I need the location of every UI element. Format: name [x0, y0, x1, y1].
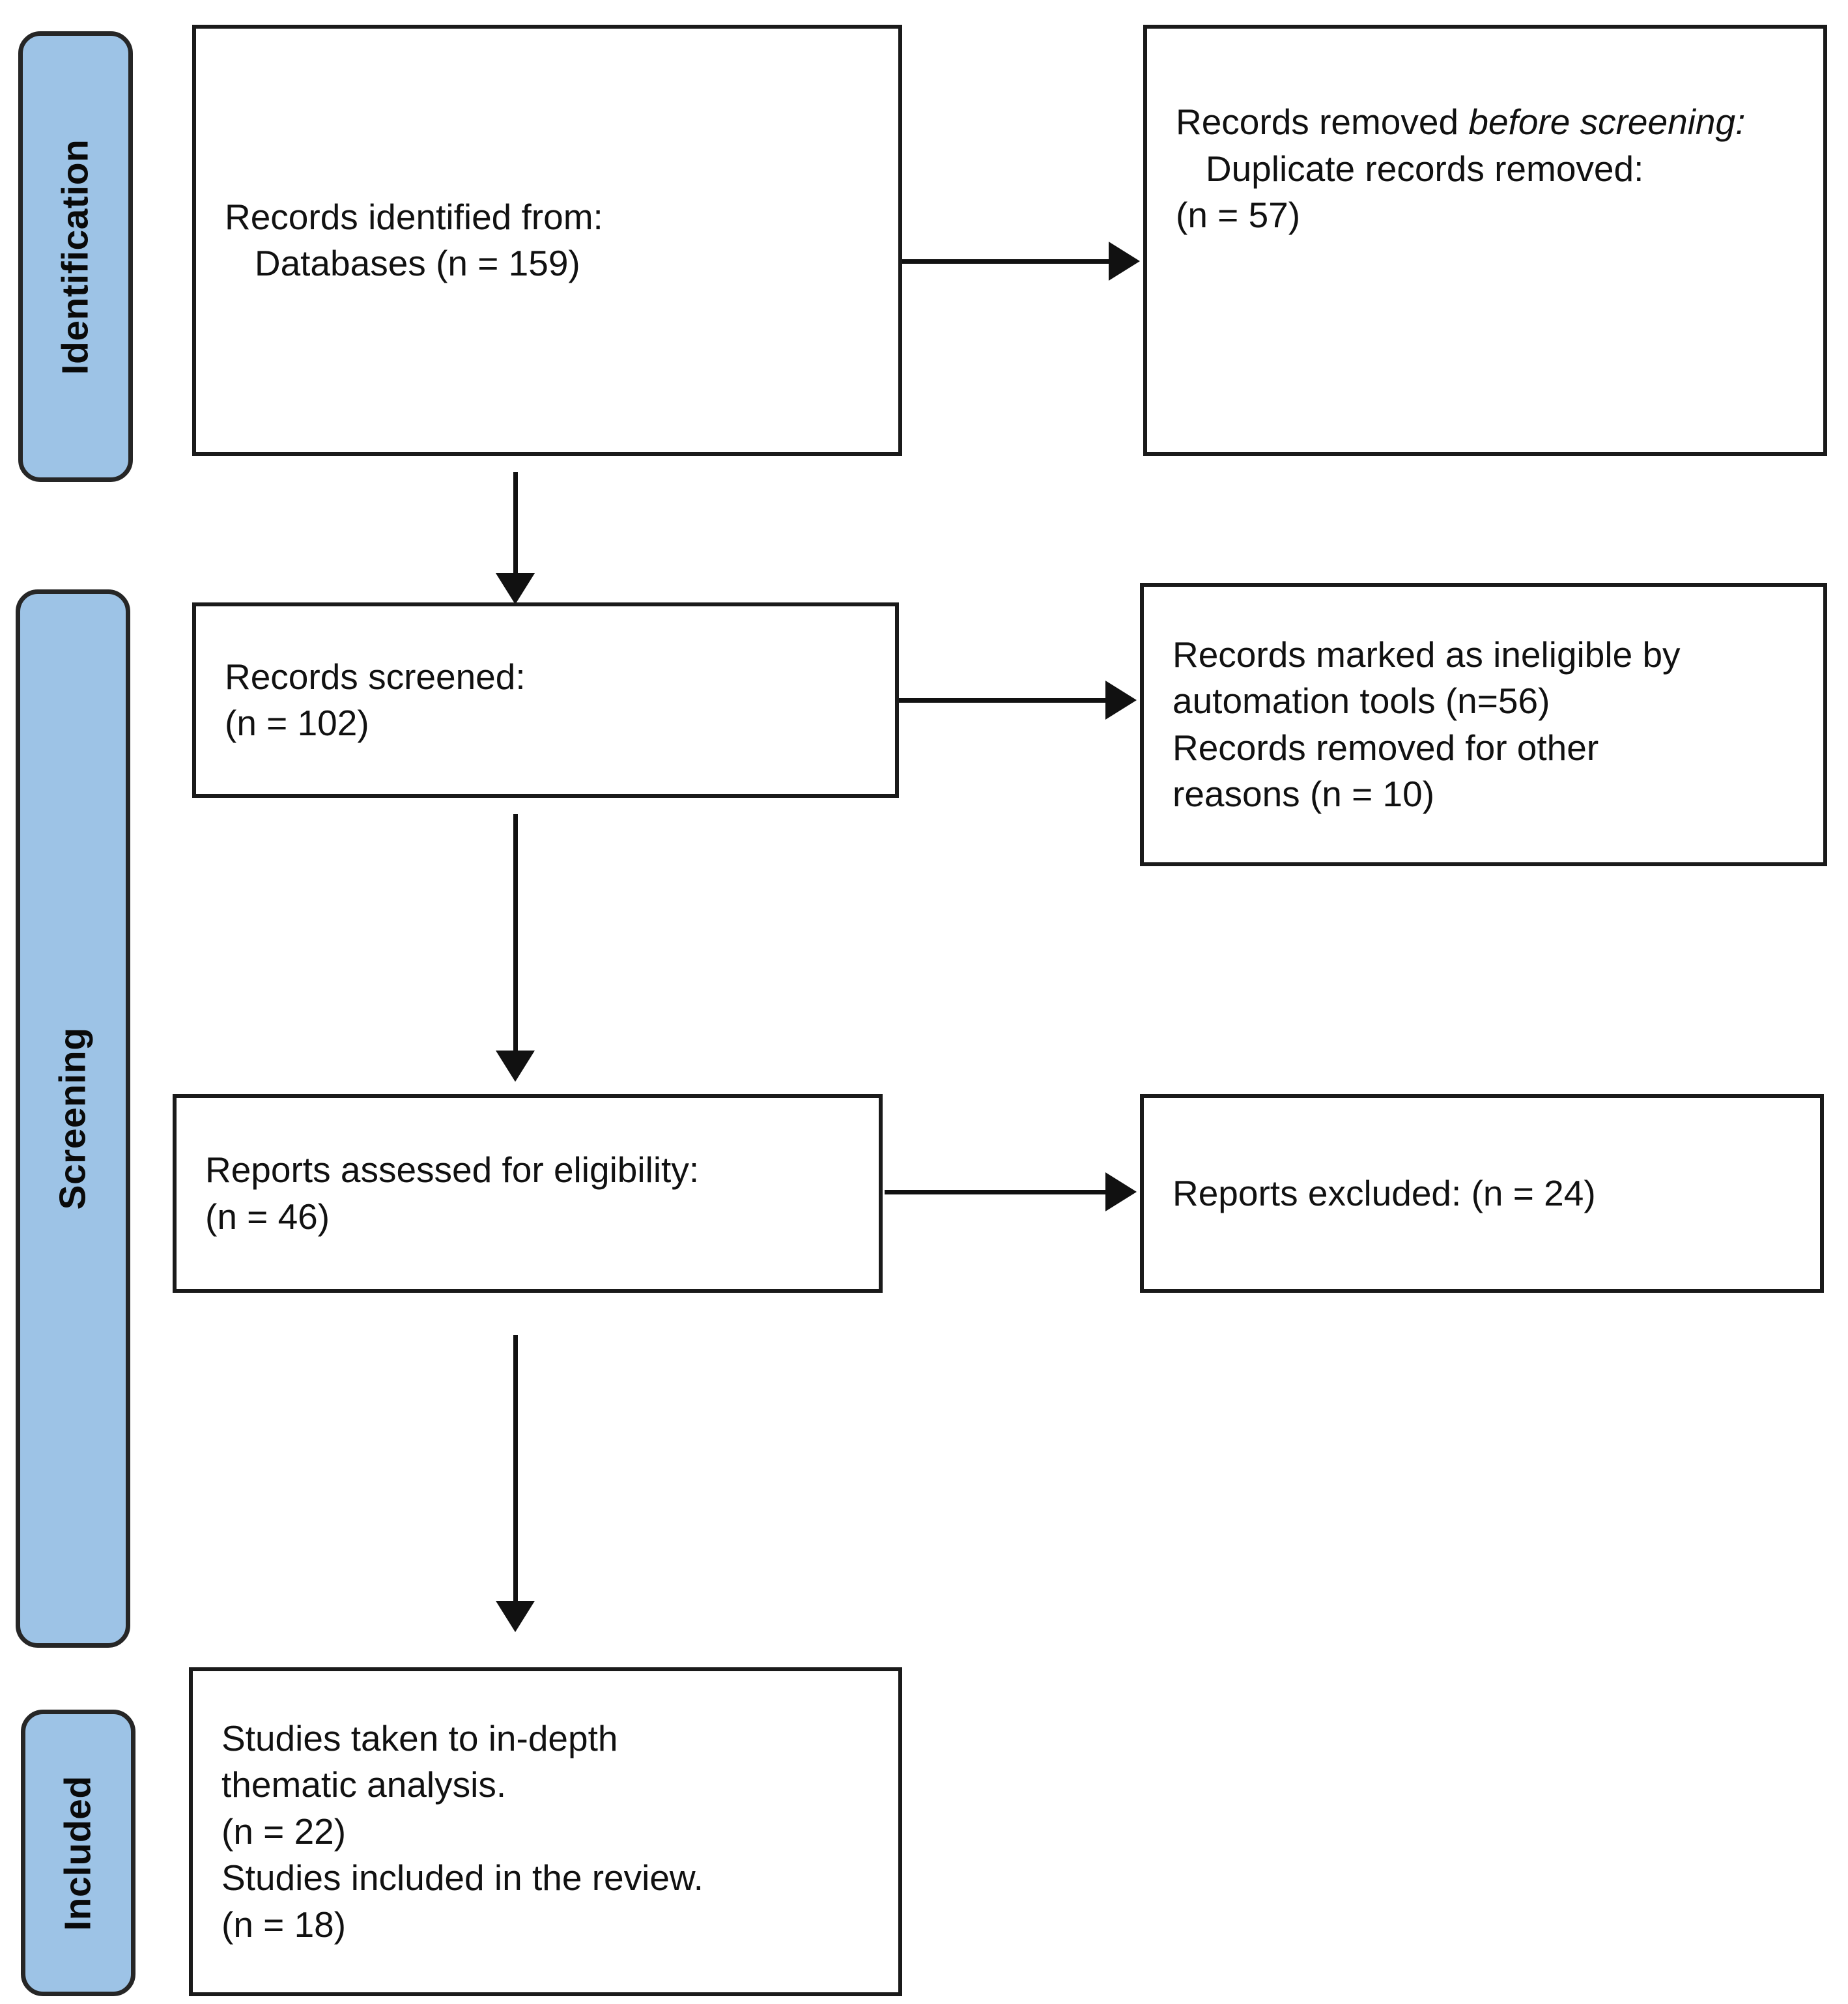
- arrow-assessed-to-excluded-head: [1105, 1172, 1137, 1211]
- box-records-removed-before-screening: Records removed before screening: Duplic…: [1143, 25, 1827, 456]
- records-removed-detail: Duplicate records removed: (n = 57): [1176, 148, 1644, 236]
- stage-tab-screening: Screening: [16, 589, 130, 1648]
- arrow-identified-to-removed: [902, 259, 1112, 264]
- arrow-identified-to-screened-head: [496, 573, 535, 604]
- box-reports-assessed: Reports assessed for eligibility: (n = 4…: [173, 1094, 883, 1293]
- box-reports-excluded-text: Reports excluded: (n = 24): [1173, 1172, 1596, 1213]
- box-records-excluded-automation: Records marked as ineligible by automati…: [1140, 583, 1827, 866]
- arrow-assessed-to-included-head: [496, 1601, 535, 1632]
- box-records-identified-text: Records identified from: Databases (n = …: [225, 196, 603, 284]
- records-removed-lead: Records removed: [1176, 102, 1469, 142]
- box-studies-included: Studies taken to in-depth thematic analy…: [189, 1667, 902, 1996]
- box-studies-included-text: Studies taken to in-depth thematic analy…: [221, 1717, 704, 1945]
- stage-tab-included: Included: [21, 1710, 135, 1996]
- arrow-assessed-to-excluded: [885, 1190, 1107, 1194]
- box-records-screened: Records screened: (n = 102): [192, 602, 899, 798]
- arrow-screened-to-assessed-head: [496, 1051, 535, 1082]
- arrow-screened-to-excluded: [899, 698, 1107, 703]
- box-records-identified: Records identified from: Databases (n = …: [192, 25, 902, 456]
- stage-tab-identification: Identification: [18, 31, 133, 482]
- box-reports-excluded: Reports excluded: (n = 24): [1140, 1094, 1824, 1293]
- arrow-screened-to-assessed: [513, 814, 518, 1054]
- arrow-assessed-to-included: [513, 1335, 518, 1603]
- box-records-excluded-automation-text: Records marked as ineligible by automati…: [1173, 634, 1681, 815]
- box-reports-assessed-text: Reports assessed for eligibility: (n = 4…: [205, 1150, 700, 1237]
- box-records-removed-before-screening-text: Records removed before screening: Duplic…: [1147, 29, 1758, 239]
- records-removed-emphasis: before screening:: [1468, 102, 1746, 142]
- arrow-screened-to-excluded-head: [1105, 681, 1137, 720]
- stage-tab-identification-label: Identification: [54, 139, 96, 374]
- stage-tab-included-label: Included: [57, 1775, 99, 1931]
- box-records-screened-text: Records screened: (n = 102): [225, 656, 526, 744]
- arrow-identified-to-screened: [513, 472, 518, 576]
- arrow-identified-to-removed-head: [1109, 242, 1140, 281]
- stage-tab-screening-label: Screening: [51, 1027, 94, 1210]
